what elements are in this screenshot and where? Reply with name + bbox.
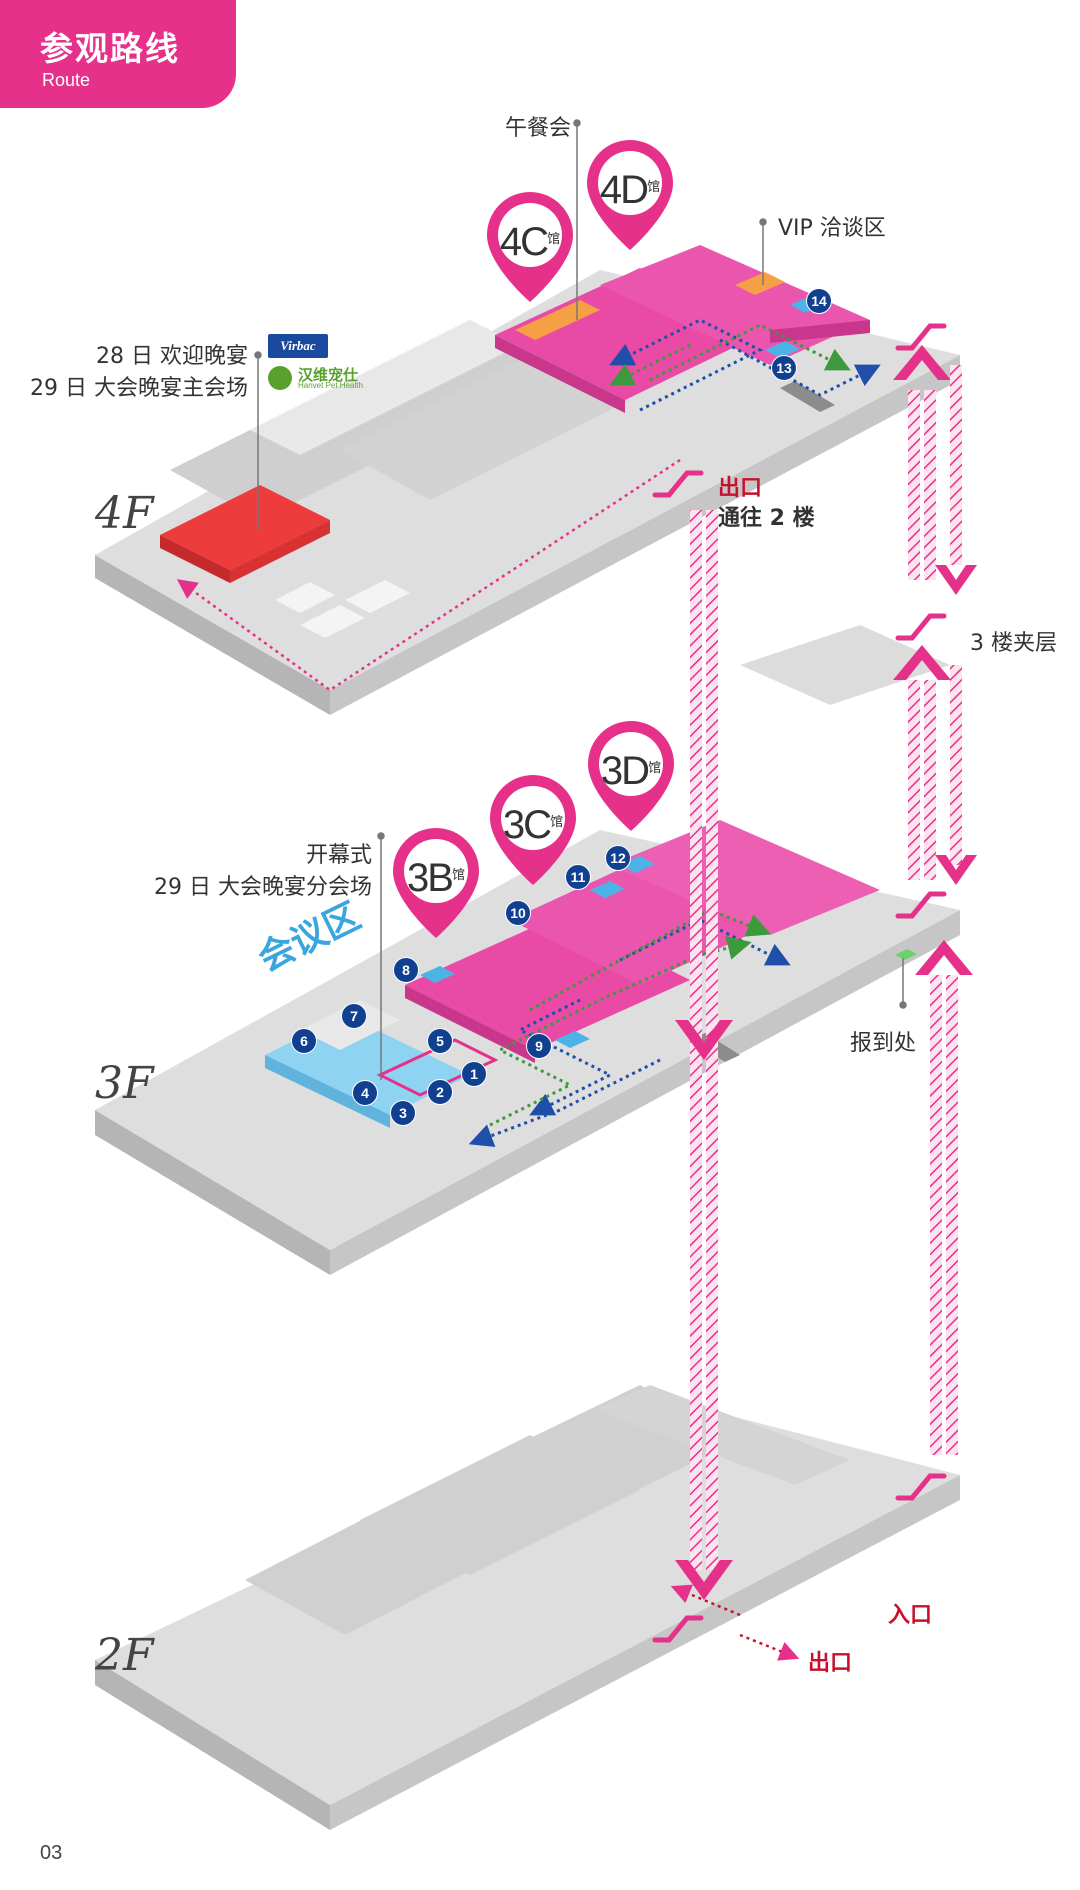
room-badge-5[interactable]: 5 xyxy=(427,1028,453,1054)
room-badge-8[interactable]: 8 xyxy=(393,957,419,983)
header-title: 参观路线 xyxy=(40,29,180,68)
pin-4c-marker xyxy=(487,192,573,302)
room-badge-6[interactable]: 6 xyxy=(291,1028,317,1054)
room-badge-3[interactable]: 3 xyxy=(390,1100,416,1126)
escalator-icon-3f xyxy=(895,891,947,919)
pin-4d-label: 4D馆 xyxy=(599,168,661,212)
label-mezzanine: 3 楼夹层 xyxy=(970,631,1057,656)
room-badge-10[interactable]: 10 xyxy=(505,900,531,926)
room-badge-9[interactable]: 9 xyxy=(526,1033,552,1059)
floor-2f-slab xyxy=(95,1385,960,1830)
room-badge-1[interactable]: 1 xyxy=(461,1061,487,1087)
header-subtitle: Route xyxy=(42,70,91,90)
label-entrance-2f: 入口 xyxy=(888,1603,933,1628)
room-badge-14[interactable]: 14 xyxy=(806,288,832,314)
pin-3b[interactable]: 3B馆 xyxy=(393,842,479,952)
pin-4d-marker xyxy=(587,140,673,250)
vertical-route-arrows xyxy=(675,345,977,1600)
pin-3c-label: 3C馆 xyxy=(502,803,564,847)
pin-3d-marker xyxy=(588,721,674,831)
hanvet-logo-mark xyxy=(268,366,292,390)
pin-3c-marker xyxy=(490,775,576,885)
floor-4f-slab xyxy=(95,245,960,715)
floor-label-2f: 2F xyxy=(95,1630,154,1681)
room-badge-13[interactable]: 13 xyxy=(771,355,797,381)
pin-3d[interactable]: 3D馆 xyxy=(588,735,674,845)
room-badge-7[interactable]: 7 xyxy=(341,1003,367,1029)
mezzanine-slab xyxy=(740,625,950,705)
label-exit-4f: 出口 xyxy=(718,476,763,501)
escalator-icon-mezzanine xyxy=(895,613,947,641)
pin-3d-label: 3D馆 xyxy=(600,749,662,793)
label-sub-gala: 29 日 大会晚宴分会场 xyxy=(154,875,372,900)
room-badge-2[interactable]: 2 xyxy=(427,1079,453,1105)
floor-label-3f: 3F xyxy=(95,1058,154,1109)
label-main-gala: 29 日 大会晚宴主会场 xyxy=(30,376,248,401)
page-number: 03 xyxy=(40,1842,63,1864)
room-badge-4[interactable]: 4 xyxy=(352,1080,378,1106)
pin-3b-label: 3B馆 xyxy=(407,856,465,900)
pin-3c[interactable]: 3C馆 xyxy=(490,789,576,899)
pin-4d[interactable]: 4D馆 xyxy=(587,154,673,264)
hanvet-logo: 汉维宠仕 Hanvet Pet Health xyxy=(268,364,368,394)
label-to-2f: 通往 2 楼 xyxy=(718,506,815,531)
escalator-icon-2f-right xyxy=(895,1473,947,1501)
label-registration: 报到处 xyxy=(850,1031,917,1056)
label-opening: 开幕式 xyxy=(305,843,372,868)
hanvet-logo-subtext: Hanvet Pet Health xyxy=(298,381,363,390)
virbac-logo: Virbac xyxy=(268,334,328,358)
label-welcome-dinner: 28 日 欢迎晚宴 xyxy=(96,344,248,369)
hanvet-logo-text: 汉维宠仕 xyxy=(298,366,359,384)
pin-3b-marker xyxy=(393,828,479,938)
escalator-icon-4f-right xyxy=(895,323,947,351)
floor-label-4f: 4F xyxy=(95,488,154,539)
room-badge-12[interactable]: 12 xyxy=(605,845,631,871)
header-tab: 参观路线 Route xyxy=(0,0,236,108)
escalator-icon-2f-exit xyxy=(652,1615,704,1643)
leader-lines xyxy=(254,119,907,1080)
label-lunch: 午餐会 xyxy=(505,116,572,141)
pin-4c[interactable]: 4C馆 xyxy=(487,206,573,316)
room-badge-11[interactable]: 11 xyxy=(565,864,591,890)
pin-4c-label: 4C馆 xyxy=(499,220,561,264)
label-exit-2f: 出口 xyxy=(808,1651,853,1676)
escalator-icon-4f-exit xyxy=(652,470,704,498)
label-vip: VIP 洽谈区 xyxy=(778,216,886,241)
